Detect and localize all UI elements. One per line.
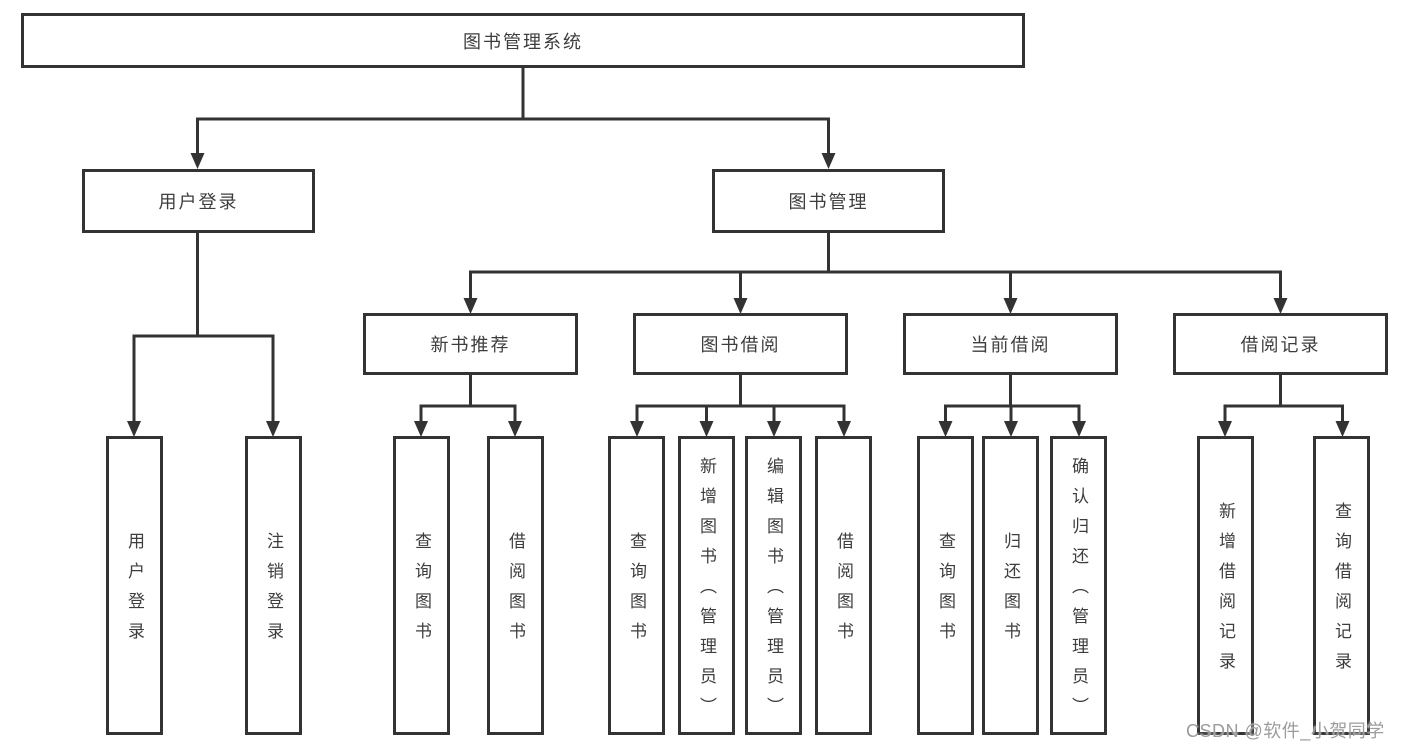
arrowhead-down-icon — [699, 421, 714, 437]
arrowhead-down-icon — [508, 421, 522, 437]
connector-line — [132, 334, 275, 424]
connector-line — [419, 404, 517, 424]
arrowhead-down-icon — [837, 421, 851, 437]
leaf-cb-query-books: 查询图书 — [917, 436, 974, 735]
leaf-br-query-record: 查询借阅记录 — [1313, 436, 1370, 735]
arrowhead-down-icon — [127, 421, 141, 437]
leaf-cb-return-books: 归还图书 — [982, 436, 1039, 735]
leaf-cb-confirm-return-label: 确认归还（管理员） — [1069, 456, 1088, 727]
leaf-nb-query-books: 查询图书 — [393, 436, 450, 735]
arrowhead-down-icon — [1335, 421, 1350, 437]
csdn-watermark: CSDN @软件_小贺同学 — [1186, 721, 1385, 741]
connector-line — [635, 404, 846, 424]
leaf-bb-borrow-books-label: 借阅图书 — [834, 531, 853, 652]
node-user-login: 用户登录 — [82, 169, 315, 233]
leaf-nb-borrow-books-label: 借阅图书 — [506, 531, 525, 652]
node-current-borrow: 当前借阅 — [903, 313, 1118, 375]
leaf-nb-borrow-books: 借阅图书 — [487, 436, 544, 735]
leaf-br-query-record-label: 查询借阅记录 — [1332, 501, 1351, 682]
leaf-logout: 注销登录 — [245, 436, 302, 735]
leaf-bb-edit-books: 编辑图书（管理员） — [745, 436, 802, 735]
leaf-cb-return-books-label: 归还图书 — [1001, 531, 1020, 652]
leaf-user-login-label: 用户登录 — [125, 531, 144, 652]
node-new-book-recommend: 新书推荐 — [363, 313, 578, 375]
arrowhead-down-icon — [1004, 421, 1018, 437]
arrowhead-down-icon — [1003, 298, 1018, 314]
leaf-bb-borrow-books: 借阅图书 — [815, 436, 872, 735]
node-borrow-records: 借阅记录 — [1173, 313, 1388, 375]
arrowhead-down-icon — [821, 153, 836, 169]
arrowhead-down-icon — [1273, 298, 1288, 314]
node-book-management: 图书管理 — [712, 169, 945, 233]
arrowhead-down-icon — [1072, 421, 1086, 437]
leaf-logout-label: 注销登录 — [264, 531, 283, 652]
leaf-bb-query-books: 查询图书 — [608, 436, 665, 735]
leaf-cb-confirm-return: 确认归还（管理员） — [1050, 436, 1107, 735]
arrowhead-down-icon — [767, 421, 781, 437]
arrowhead-down-icon — [414, 421, 428, 437]
arrowhead-down-icon — [463, 298, 478, 314]
connector-line — [469, 270, 1282, 300]
node-book-borrow: 图书借阅 — [633, 313, 848, 375]
arrowhead-down-icon — [733, 298, 748, 314]
leaf-nb-query-books-label: 查询图书 — [412, 531, 431, 652]
leaf-br-add-record: 新增借阅记录 — [1197, 436, 1254, 735]
leaf-bb-query-books-label: 查询图书 — [627, 531, 646, 652]
arrowhead-down-icon — [1218, 421, 1232, 437]
arrowhead-down-icon — [938, 421, 953, 437]
leaf-cb-query-books-label: 查询图书 — [936, 531, 955, 652]
leaf-user-login: 用户登录 — [106, 436, 163, 735]
connector-line — [196, 117, 830, 156]
leaf-bb-edit-books-label: 编辑图书（管理员） — [764, 456, 783, 727]
arrowhead-down-icon — [266, 421, 280, 437]
connector-line — [1223, 404, 1344, 424]
leaf-bb-add-books-label: 新增图书（管理员） — [697, 456, 716, 727]
arrowhead-down-icon — [190, 153, 205, 169]
leaf-br-add-record-label: 新增借阅记录 — [1216, 501, 1235, 682]
arrowhead-down-icon — [630, 421, 644, 437]
leaf-bb-add-books: 新增图书（管理员） — [678, 436, 735, 735]
node-root: 图书管理系统 — [21, 13, 1025, 68]
